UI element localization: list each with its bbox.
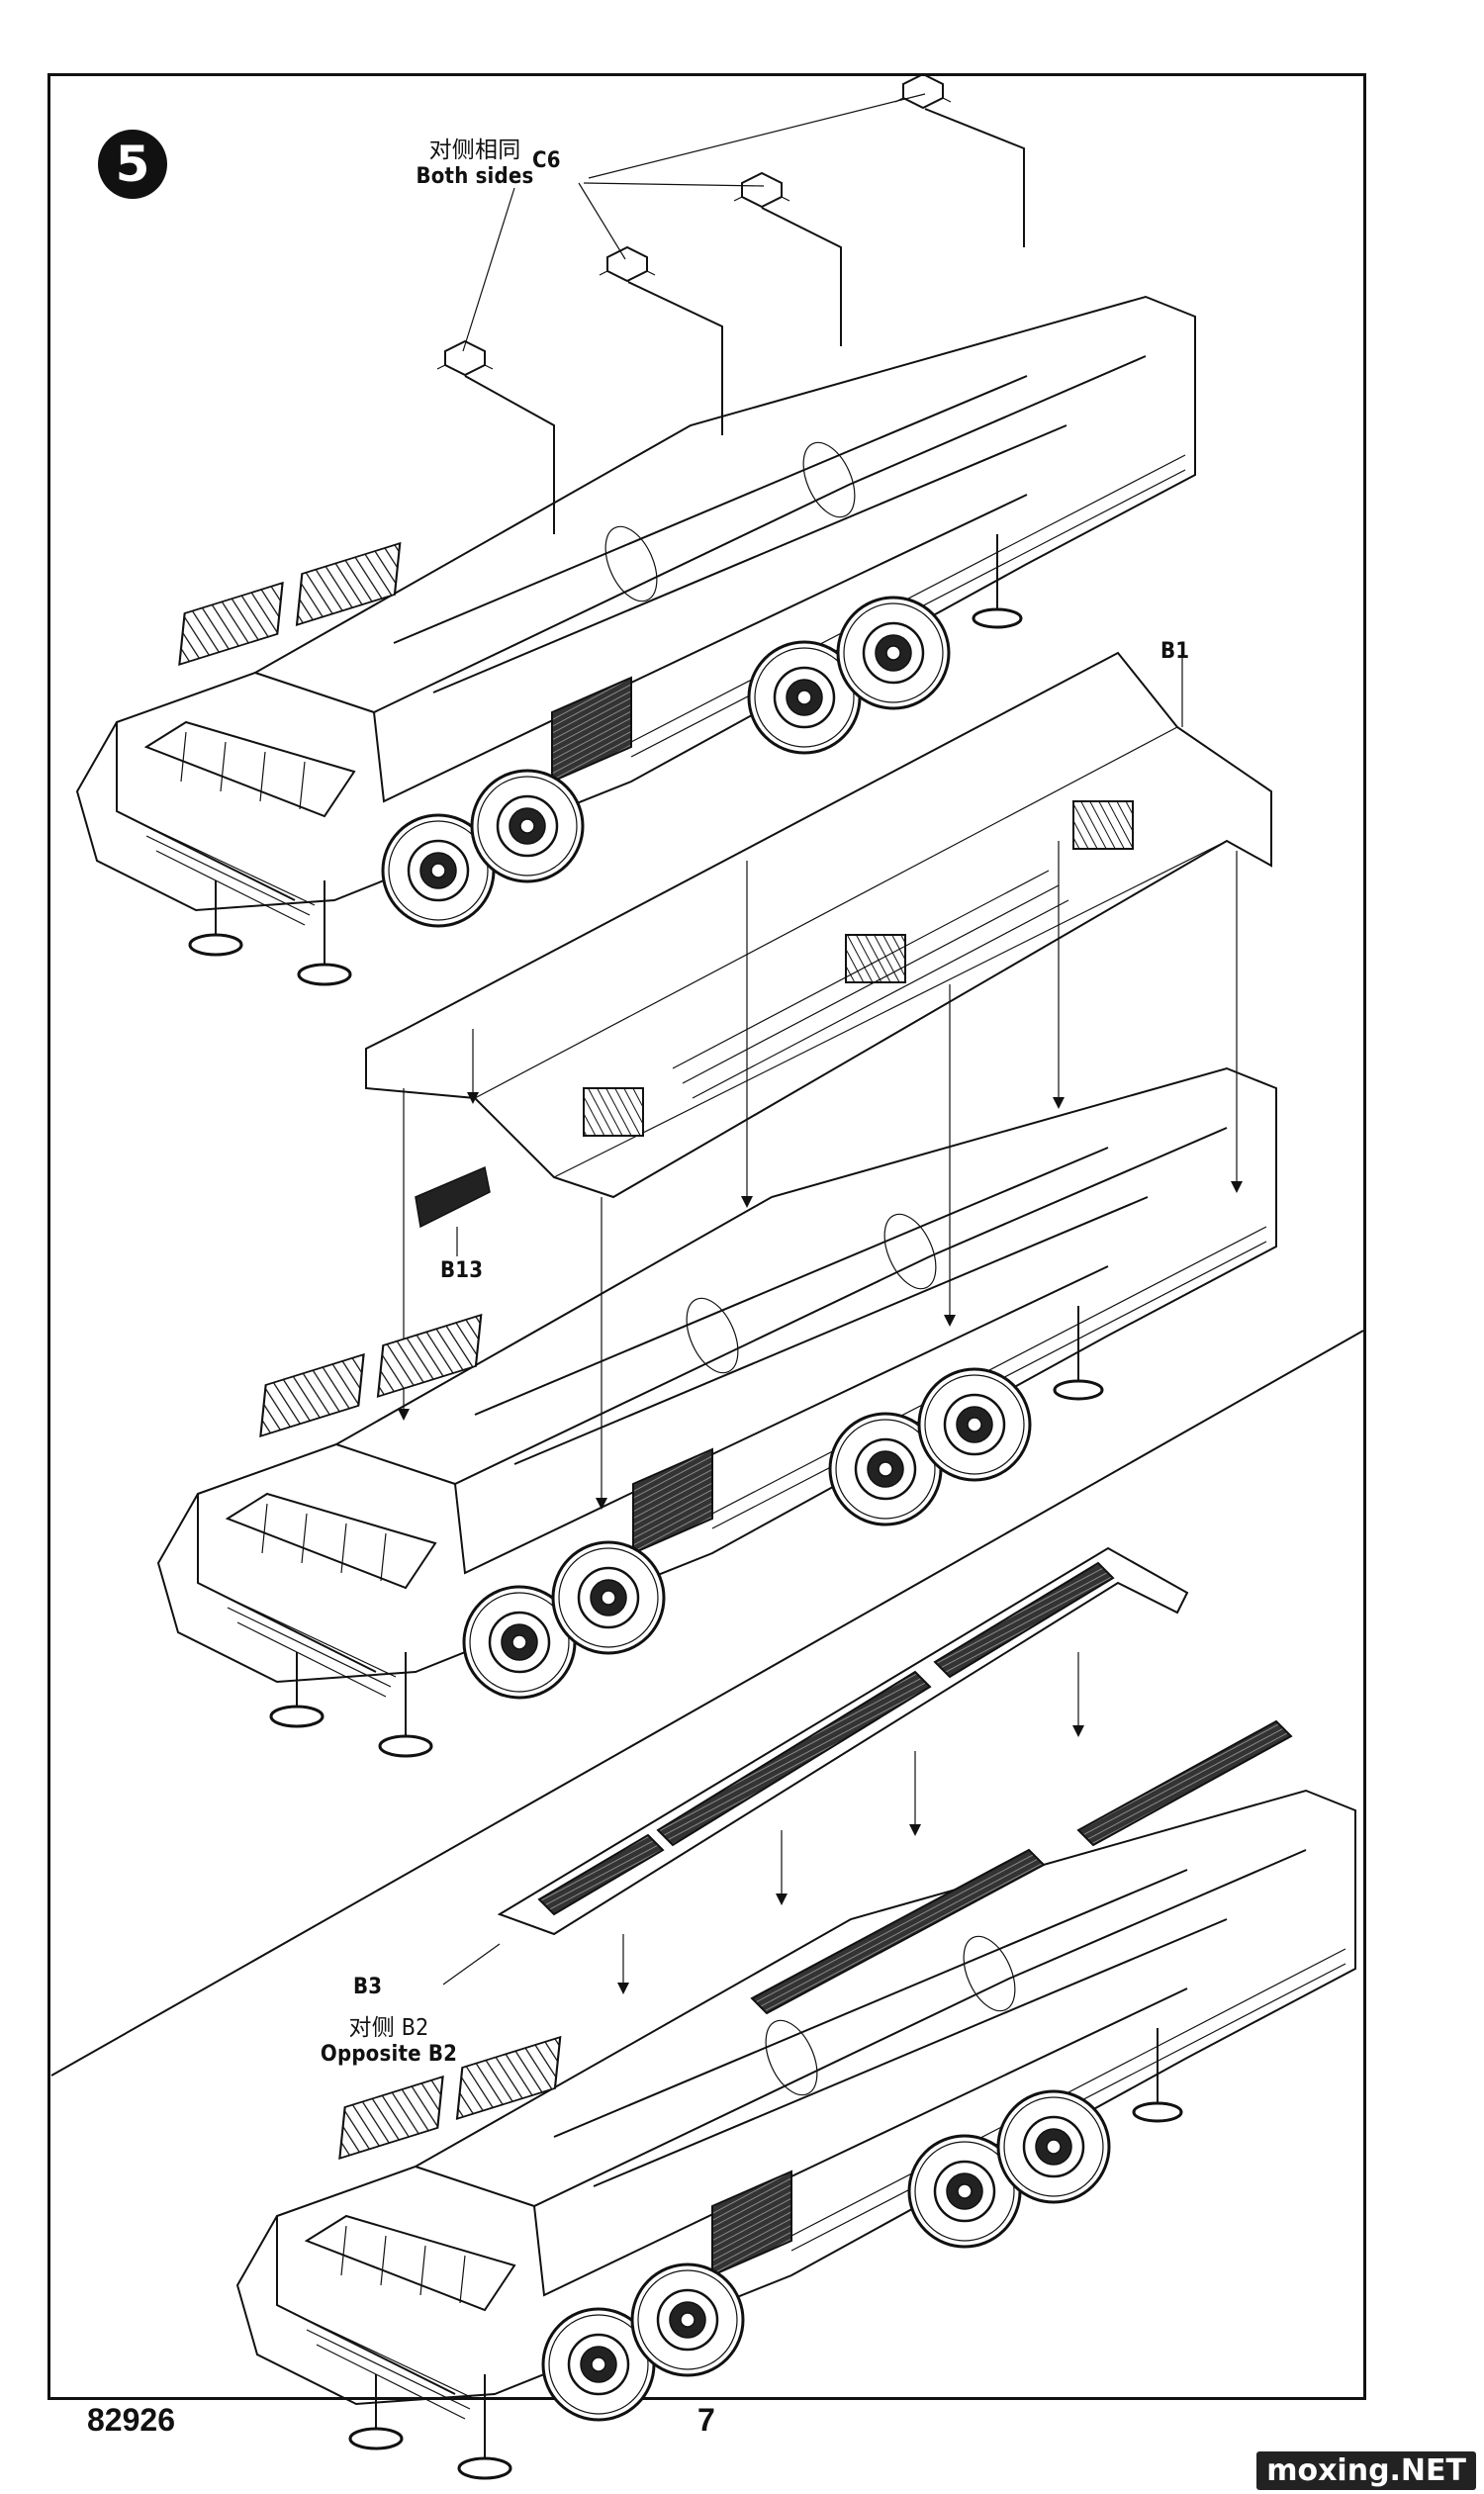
deck-grid-b3 bbox=[497, 1546, 1189, 1936]
part-label-b3: B3 bbox=[353, 1975, 383, 1999]
part-label-b1: B1 bbox=[1160, 639, 1190, 664]
b3-note-en: Opposite B2 bbox=[320, 2042, 458, 2067]
roof-cover-b1 bbox=[365, 651, 1272, 1199]
vehicle-middle-panel bbox=[158, 1068, 1276, 1756]
site-watermark: moxing.NET bbox=[1256, 2451, 1476, 2490]
part-b13 bbox=[415, 1165, 491, 1229]
kit-number: 82926 bbox=[87, 2402, 175, 2438]
c6-note-cn: 对侧相同 bbox=[428, 138, 521, 163]
bracket-c6 bbox=[733, 172, 790, 208]
part-label-c6: C6 bbox=[532, 148, 561, 173]
b3-note-cn: 对侧 B2 bbox=[348, 2015, 429, 2041]
section-divider bbox=[50, 1330, 1364, 2077]
vehicle-bottom-panel bbox=[237, 1719, 1355, 2478]
c6-note-en: Both sides bbox=[416, 164, 534, 189]
instruction-frame bbox=[47, 73, 1366, 2400]
bracket-c6 bbox=[599, 246, 656, 282]
part-label-b13: B13 bbox=[440, 1258, 484, 1283]
page-number: 7 bbox=[697, 2402, 715, 2438]
step-number-badge: 5 bbox=[98, 130, 167, 199]
bracket-c6 bbox=[894, 73, 952, 109]
